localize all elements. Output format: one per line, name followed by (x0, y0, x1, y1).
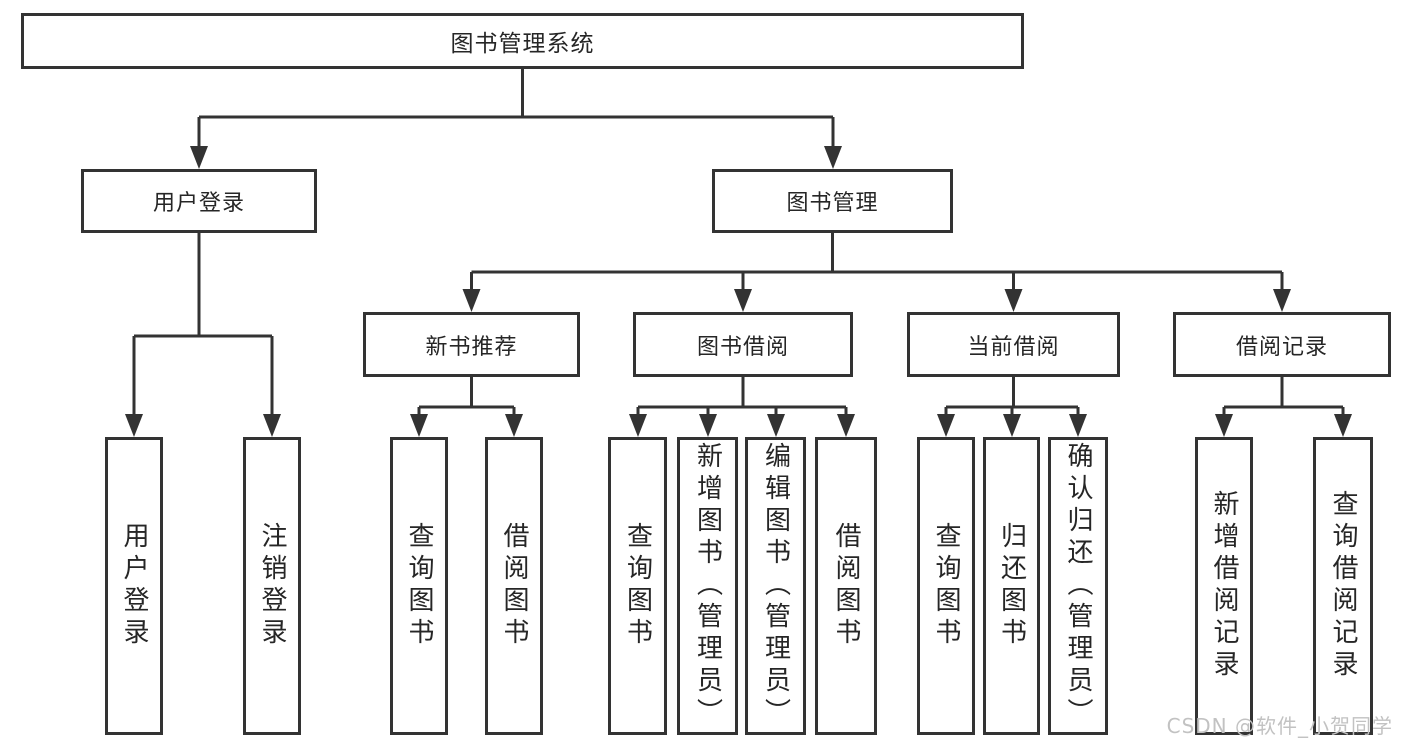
arrow-down-icon (1334, 414, 1352, 437)
leaf-borrow-books: 借阅图书 (815, 437, 877, 735)
node-new-book-recommend: 新书推荐 (363, 312, 580, 377)
leaf-logout: 注销登录 (243, 437, 301, 735)
arrow-down-icon (1215, 414, 1233, 437)
leaf-add-books-admin: 新增图书（管理员） (677, 437, 738, 735)
arrow-down-icon (629, 414, 647, 437)
connector-book-mgmt (470, 233, 1284, 291)
node-user-login: 用户登录 (81, 169, 317, 233)
leaf-confirm-return-admin: 确认归还（管理员） (1048, 437, 1108, 735)
leaf-query-books-current: 查询图书 (917, 437, 975, 735)
leaf-borrow-books-newbook: 借阅图书 (485, 437, 543, 735)
node-root: 图书管理系统 (21, 13, 1024, 69)
arrow-down-icon (505, 414, 523, 437)
node-current-borrow: 当前借阅 (907, 312, 1120, 377)
node-book-borrow: 图书借阅 (633, 312, 853, 377)
leaf-edit-books-admin: 编辑图书（管理员） (745, 437, 806, 735)
arrow-down-icon (1004, 289, 1023, 312)
leaf-user-login: 用户登录 (105, 437, 163, 735)
arrow-down-icon (937, 414, 955, 437)
arrow-down-icon (410, 414, 428, 437)
arrow-down-icon (824, 146, 842, 169)
leaf-query-borrow-record: 查询借阅记录 (1313, 437, 1373, 735)
arrow-down-icon (837, 414, 855, 437)
leaf-add-borrow-record: 新增借阅记录 (1195, 437, 1253, 735)
connector-root (197, 69, 835, 148)
connector-user-login (132, 233, 274, 416)
node-book-management: 图书管理 (712, 169, 953, 233)
connector-new-book (417, 377, 516, 416)
arrow-down-icon (125, 414, 143, 437)
arrow-down-icon (462, 289, 481, 312)
arrow-down-icon (767, 414, 785, 437)
arrow-down-icon (1273, 289, 1291, 312)
arrow-down-icon (1003, 414, 1021, 437)
arrow-down-icon (263, 414, 281, 437)
arrow-down-icon (699, 414, 717, 437)
leaf-query-books-newbook: 查询图书 (390, 437, 448, 735)
csdn-watermark: CSDN @软件_小贺同学 (1166, 714, 1393, 738)
leaf-query-books-borrow: 查询图书 (608, 437, 667, 735)
connector-borrow-record (1222, 377, 1345, 416)
arrow-down-icon (1069, 414, 1087, 437)
connector-book-borrow (636, 377, 848, 416)
arrow-down-icon (734, 289, 752, 312)
node-borrow-record: 借阅记录 (1173, 312, 1391, 377)
arrowhead-icons (125, 146, 1352, 437)
connector-current-borrow (944, 377, 1080, 416)
leaf-return-books: 归还图书 (983, 437, 1040, 735)
arrow-down-icon (190, 146, 208, 169)
